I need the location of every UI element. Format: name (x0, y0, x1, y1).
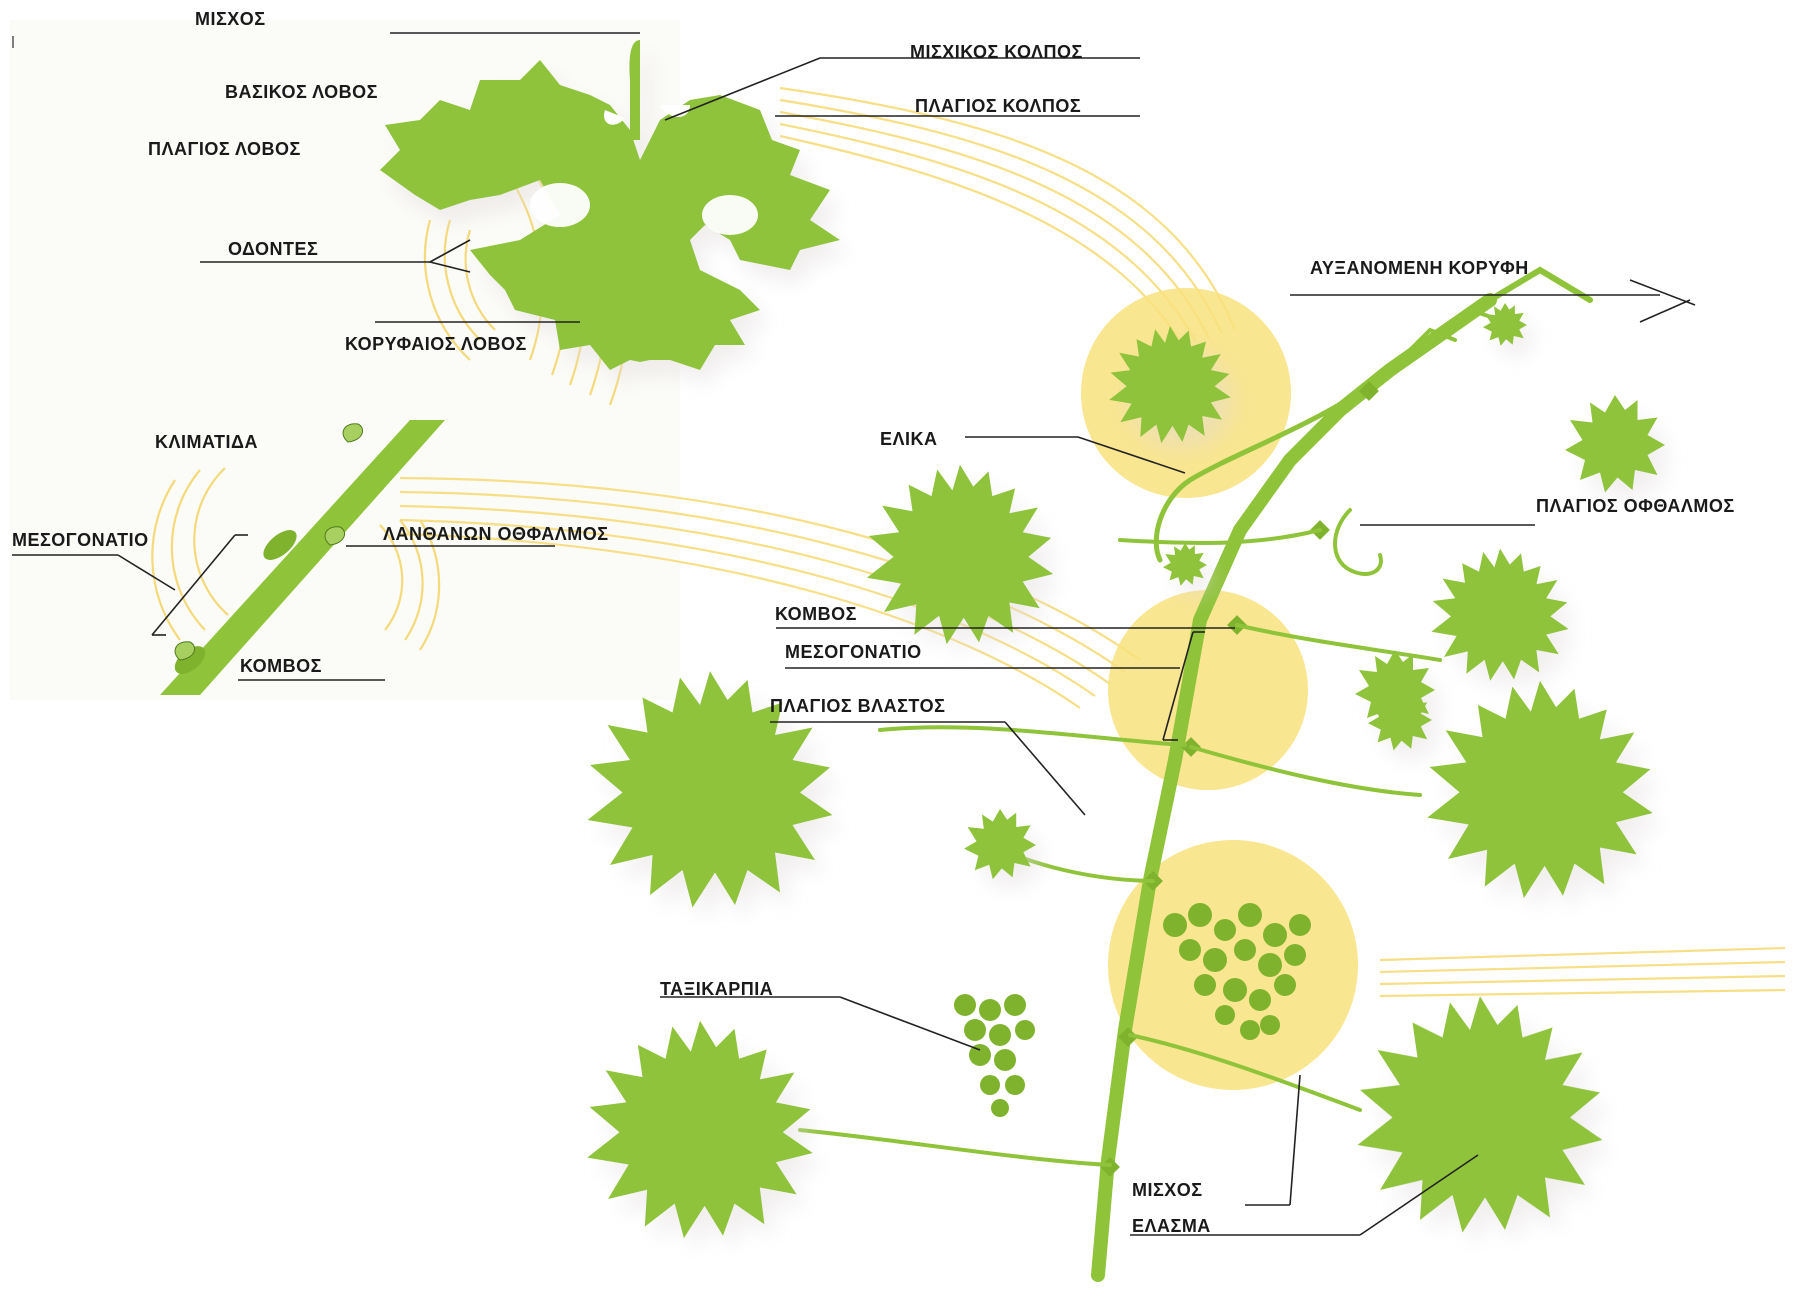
label-terminal-lobe: ΚΟΡΥΦΑΙΟΣ ΛΟΒΟΣ (345, 334, 527, 354)
latent-bud-shape (324, 526, 346, 546)
label-node-right: ΚΟΜΒΟΣ (775, 604, 857, 624)
cane-shape (160, 420, 445, 695)
label-leaf-petiole: ΜΙΣΧΟΣ (195, 9, 266, 29)
cane-bud-bottom (174, 641, 196, 661)
label-growing-tip: ΑΥΞΑΝΟΜΕΝΗ ΚΟΡΥΦΗ (1310, 258, 1529, 278)
label-lateral-sinus: ΠΛΑΓΙΟΣ ΚΟΛΠΟΣ (915, 96, 1081, 116)
label-internode-left: ΜΕΣΟΓΟΝΑΤΙΟ (12, 530, 149, 550)
leaf-detail (380, 40, 840, 370)
leader-lines (12, 32, 1696, 1236)
leaf-young-tip (1483, 303, 1527, 346)
leaf-young-right (1565, 395, 1665, 493)
petiolar-sinus-gap-right (660, 105, 690, 118)
cane-node-upper (263, 530, 297, 560)
cane-bud-top (342, 423, 364, 443)
leaf-lateral-shoot (964, 809, 1036, 880)
leaf-blade-shape (380, 60, 840, 370)
leaf-left-2 (587, 1020, 813, 1239)
band-cluster-right (1379, 946, 1786, 998)
leaf-right-2 (1357, 996, 1603, 1233)
leaf-upper-right (1431, 548, 1569, 681)
lateral-sinus-left (530, 183, 590, 227)
leaf-petioles (798, 528, 1442, 1167)
label-basal-lobe: ΒΑΣΙΚΟΣ ΛΟΒΟΣ (225, 82, 378, 102)
main-shoot (1091, 266, 1593, 1282)
band-cane-to-internode (399, 476, 1141, 709)
label-tendril: ΕΛΙΚΑ (880, 429, 938, 449)
cane-node-lower (174, 646, 206, 674)
label-blade: ΕΛΑΣΜΑ (1132, 1216, 1211, 1236)
label-lateral-lobe: ΠΛΑΓΙΟΣ ΛΟΒΟΣ (148, 139, 301, 159)
label-latent-bud: ΛΑΝΘΑΝΩΝ ΟΘΦΑΛΜΟΣ (383, 524, 609, 544)
label-lateral-bud: ΠΛΑΓΙΟΣ ΟΦΘΑΛΜΟΣ (1536, 496, 1735, 516)
petiolar-sinus-gap-left (604, 110, 625, 125)
cane-detail (160, 420, 445, 695)
label-node-left: ΚΟΜΒΟΣ (240, 656, 322, 676)
lateral-sinus-right (702, 195, 758, 235)
label-petiole-bottom: ΜΙΣΧΟΣ (1132, 1180, 1203, 1200)
labels: ΜΙΣΧΟΣ ΜΙΣΧΙΚΟΣ ΚΟΛΠΟΣ ΒΑΣΙΚΟΣ ΛΟΒΟΣ ΠΛΑ… (12, 9, 1735, 1236)
label-petiolar-sinus: ΜΙΣΧΙΚΟΣ ΚΟΛΠΟΣ (910, 42, 1083, 62)
leaf-small-mid (1163, 543, 1207, 586)
leaf-petiole-shape (629, 40, 640, 140)
label-cane: ΚΛΙΜΑΤΙΔΑ (155, 432, 258, 452)
label-internode-right: ΜΕΣΟΓΟΝΑΤΙΟ (785, 642, 922, 662)
halo-internode (1108, 590, 1308, 790)
leaf-right-1 (1427, 680, 1653, 899)
label-lateral-shoot: ΠΛΑΓΙΟΣ ΒΛΑΣΤΟΣ (770, 696, 945, 716)
inflorescence-clusters (954, 903, 1311, 1117)
halo-cluster (1108, 840, 1358, 1090)
label-teeth: ΟΔΟΝΤΕΣ (228, 239, 318, 259)
label-inflorescence: ΤΑΞΙΚΑΡΠΙΑ (660, 979, 773, 999)
